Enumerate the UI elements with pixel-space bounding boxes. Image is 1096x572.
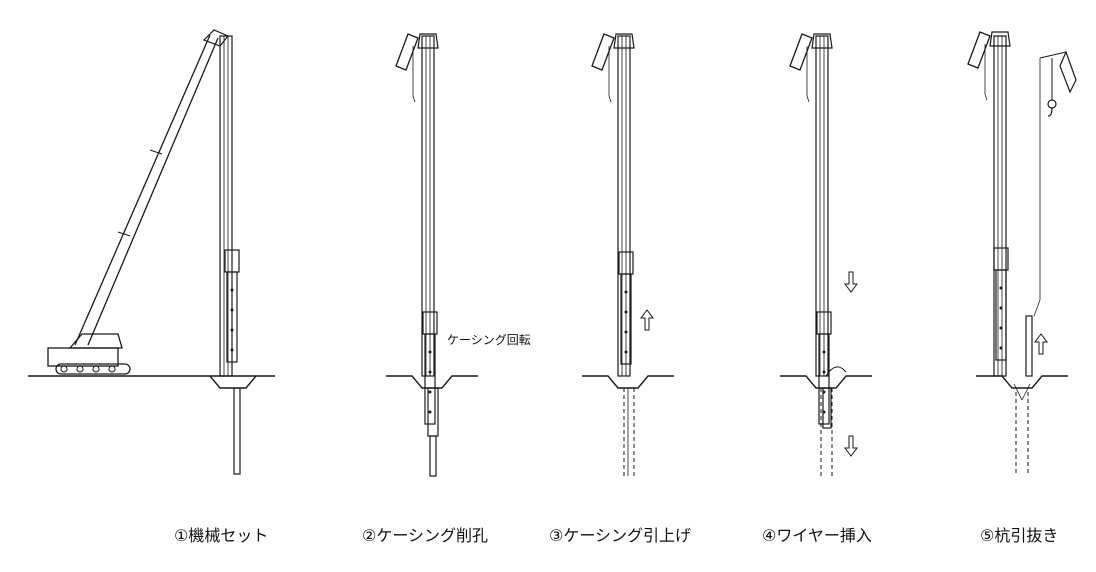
casing-rotation-annotation: ケーシング回転 xyxy=(447,333,531,347)
step-4-drawing xyxy=(779,33,873,476)
step-4-label: ④ワイヤー挿入 xyxy=(762,526,872,545)
step-5-drawing xyxy=(967,31,1077,476)
step-1-drawing xyxy=(28,29,275,475)
extract-arrow xyxy=(1034,333,1048,355)
insert-arrow-lower xyxy=(844,435,858,457)
step-2-label: ②ケーシング削孔 xyxy=(362,526,489,545)
step-5-label: ⑤杭引抜き xyxy=(980,526,1059,545)
step-3-drawing xyxy=(581,33,675,476)
insert-arrow-upper xyxy=(844,271,858,293)
step-2-drawing xyxy=(385,33,479,477)
step-1-label: ①機械セット xyxy=(174,526,269,545)
step-3-label: ③ケーシング引上げ xyxy=(549,526,692,545)
lift-arrow xyxy=(640,309,654,331)
